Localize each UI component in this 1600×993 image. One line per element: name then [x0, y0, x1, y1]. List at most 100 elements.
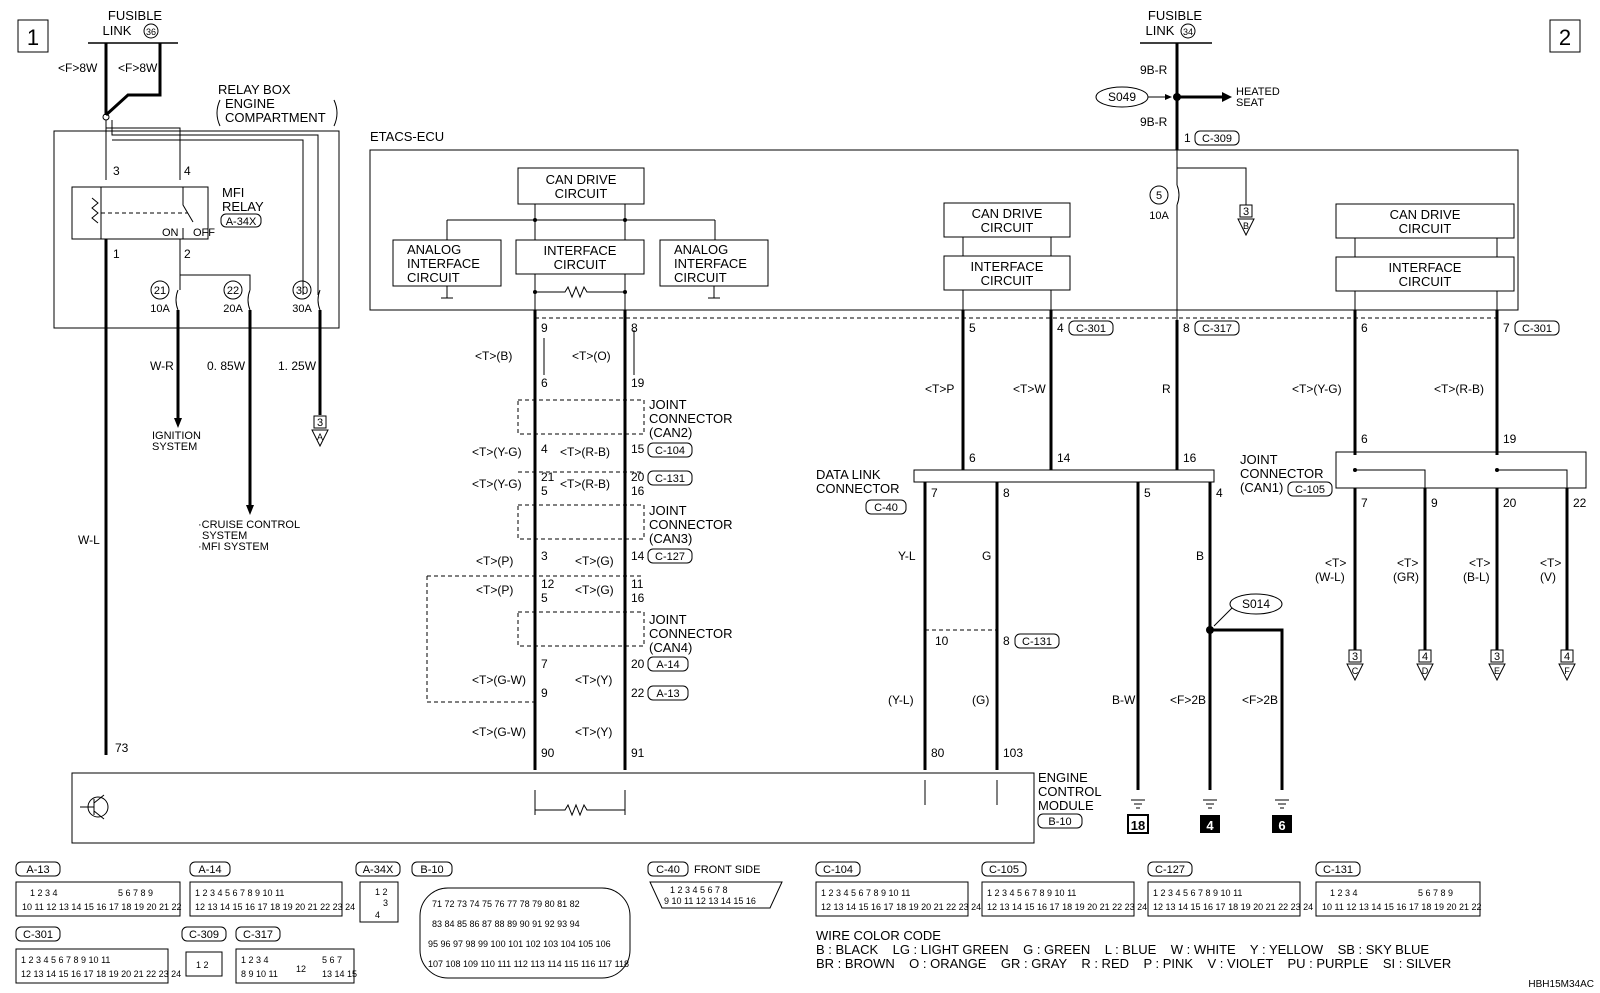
offpage-3b: 3 B [1237, 204, 1255, 237]
wire-label-ty-2: <T>(Y) [575, 725, 612, 739]
svg-text:LINK: LINK [1146, 23, 1175, 38]
wire-label-r: R [1162, 382, 1171, 396]
svg-text:INTERFACE: INTERFACE [1389, 260, 1462, 275]
joint-connector-can2: JOINT CONNECTOR (CAN2) [517, 397, 733, 440]
analog-interface-circuit-1: ANALOG INTERFACE CIRCUIT [392, 239, 502, 287]
svg-text:RELAY BOX: RELAY BOX [218, 82, 291, 97]
svg-text:(CAN2): (CAN2) [649, 425, 692, 440]
svg-text:19: 19 [1503, 432, 1517, 446]
svg-text:ON: ON [162, 227, 179, 239]
svg-text:A: A [317, 432, 323, 442]
svg-text:CAN DRIVE: CAN DRIVE [1390, 207, 1461, 222]
svg-text:<T>: <T> [1397, 556, 1418, 570]
offpage-4d: 4 D [1416, 649, 1434, 682]
svg-text:C-40: C-40 [656, 864, 680, 876]
ground-4: 4 [1200, 799, 1220, 833]
wire-label-g-paren: (G) [972, 693, 989, 707]
svg-text:CONNECTOR: CONNECTOR [1240, 466, 1324, 481]
svg-text:1 2 3 4: 1 2 3 4 [1330, 888, 1358, 898]
svg-text:ANALOG: ANALOG [674, 242, 728, 257]
svg-text:ENGINE: ENGINE [225, 96, 275, 111]
page-marker-1: 1 [17, 19, 49, 53]
svg-text:C-309: C-309 [1202, 133, 1232, 145]
svg-text:A-13: A-13 [26, 864, 49, 876]
svg-text:JOINT: JOINT [1240, 452, 1278, 467]
wire-label-tgw-1: <T>(G-W) [472, 673, 526, 687]
connector-a34x: A-34X 1 2 3 4 [355, 861, 401, 923]
svg-text:107 108 109 110 111 112 113 11: 107 108 109 110 111 112 113 114 115 116 … [428, 959, 629, 969]
wire-label-085w: 0. 85W [207, 359, 246, 373]
svg-text:CONNECTOR: CONNECTOR [649, 517, 733, 532]
svg-text:8: 8 [1003, 634, 1010, 648]
svg-text:19: 19 [631, 376, 645, 390]
svg-text:10A: 10A [150, 303, 170, 315]
heated-seat-label: HEATED SEAT [1236, 86, 1280, 109]
svg-text:5: 5 [969, 321, 976, 335]
svg-text:1 2 3 4 5 6 7 8 9 10 11: 1 2 3 4 5 6 7 8 9 10 11 [195, 888, 284, 898]
svg-text:CIRCUIT: CIRCUIT [674, 270, 727, 285]
svg-text:6: 6 [969, 451, 976, 465]
wire-label-tw: <T>W [1013, 382, 1046, 396]
wire-label-wr: W-R [150, 359, 174, 373]
analog-interface-circuit-2: ANALOG INTERFACE CIRCUIT [659, 239, 769, 287]
connector-c104: C-104 1 2 3 4 5 6 7 8 9 10 11 12 13 14 1… [815, 861, 981, 917]
svg-text:6: 6 [541, 376, 548, 390]
fuse-30: 30 30A [292, 280, 321, 315]
svg-text:9 10 11 12 13 14 15 16: 9 10 11 12 13 14 15 16 [664, 896, 756, 906]
svg-text:30: 30 [296, 285, 308, 297]
svg-text:C-131: C-131 [655, 473, 685, 485]
svg-text:12 13 14 15 16 17 18 19 20 21: 12 13 14 15 16 17 18 19 20 21 22 23 24 [195, 902, 355, 912]
wire-label-b: B [1196, 549, 1204, 563]
svg-text:C-127: C-127 [655, 551, 685, 563]
svg-text:95 96 97 98 99 100 101 102 103: 95 96 97 98 99 100 101 102 103 104 105 1… [428, 939, 611, 949]
svg-text:ANALOG: ANALOG [407, 242, 461, 257]
wire-label-yl-paren: (Y-L) [888, 693, 914, 707]
svg-text:9: 9 [541, 321, 548, 335]
data-link-connector: DATA LINK CONNECTOR C-40 [816, 467, 1215, 515]
svg-text:<T>: <T> [1325, 556, 1346, 570]
svg-text:1 2 3 4 5 6 7 8 9 10 11: 1 2 3 4 5 6 7 8 9 10 11 [1153, 888, 1242, 898]
svg-text:IGNITION: IGNITION [152, 430, 201, 442]
svg-text:8 9 10 11: 8 9 10 11 [241, 969, 278, 979]
svg-text:1: 1 [27, 25, 39, 50]
svg-text:8: 8 [631, 321, 638, 335]
svg-text:21: 21 [541, 470, 555, 484]
svg-text:C-317: C-317 [1202, 323, 1232, 335]
svg-text:F: F [1564, 666, 1570, 676]
svg-text:30A: 30A [292, 303, 312, 315]
svg-text:5 6 7 8 9: 5 6 7 8 9 [118, 888, 153, 898]
svg-text:C-317: C-317 [243, 929, 273, 941]
svg-text:WIRE COLOR CODE: WIRE COLOR CODE [816, 928, 941, 943]
wire-label-f8w-2: <F>8W [118, 61, 158, 75]
connector-a14: A-14 1 2 3 4 5 6 7 8 9 10 11 12 13 14 15… [189, 861, 355, 917]
wire-label-tp-1: <T>(P) [476, 554, 513, 568]
svg-text:C-131: C-131 [1022, 636, 1052, 648]
connector-c105: C-105 1 2 3 4 5 6 7 8 9 10 11 12 13 14 1… [981, 861, 1147, 917]
svg-text:7: 7 [541, 657, 548, 671]
interface-circuit-2: INTERFACE CIRCUIT [943, 255, 1071, 291]
connector-c40: C-40 FRONT SIDE 1 2 3 4 5 6 7 8 9 10 11 … [647, 861, 783, 909]
wire-label-tp-2: <T>(P) [476, 583, 513, 597]
svg-text:C-301: C-301 [23, 929, 53, 941]
etacs-ecu-label: ETACS-ECU [370, 129, 444, 144]
svg-text:C-40: C-40 [874, 502, 898, 514]
splice-s014: S014 [1213, 593, 1283, 627]
svg-text:(B-L): (B-L) [1463, 570, 1490, 584]
joint-connector-can4: JOINT CONNECTOR (CAN4) [517, 611, 733, 655]
svg-text:20: 20 [631, 657, 645, 671]
wire-label-bw: B-W [1112, 693, 1136, 707]
svg-text:D: D [1422, 666, 1429, 676]
svg-text:7: 7 [1503, 321, 1510, 335]
svg-text:1 2 3 4: 1 2 3 4 [30, 888, 58, 898]
svg-text:12 13 14 15 16 17 18 19 20 21: 12 13 14 15 16 17 18 19 20 21 22 23 24 [1153, 902, 1313, 912]
svg-text:JOINT: JOINT [649, 397, 687, 412]
svg-text:1 2: 1 2 [196, 960, 209, 970]
svg-text:CIRCUIT: CIRCUIT [554, 257, 607, 272]
fuse-21: 21 10A [150, 280, 179, 315]
svg-text:CONNECTOR: CONNECTOR [649, 626, 733, 641]
etacs-ecu-box [369, 149, 1519, 311]
wire-label-trb-3: <T>(R-B) [1434, 382, 1484, 396]
splice-s049: S049 [1095, 86, 1172, 108]
svg-text:FRONT SIDE: FRONT SIDE [694, 864, 760, 876]
